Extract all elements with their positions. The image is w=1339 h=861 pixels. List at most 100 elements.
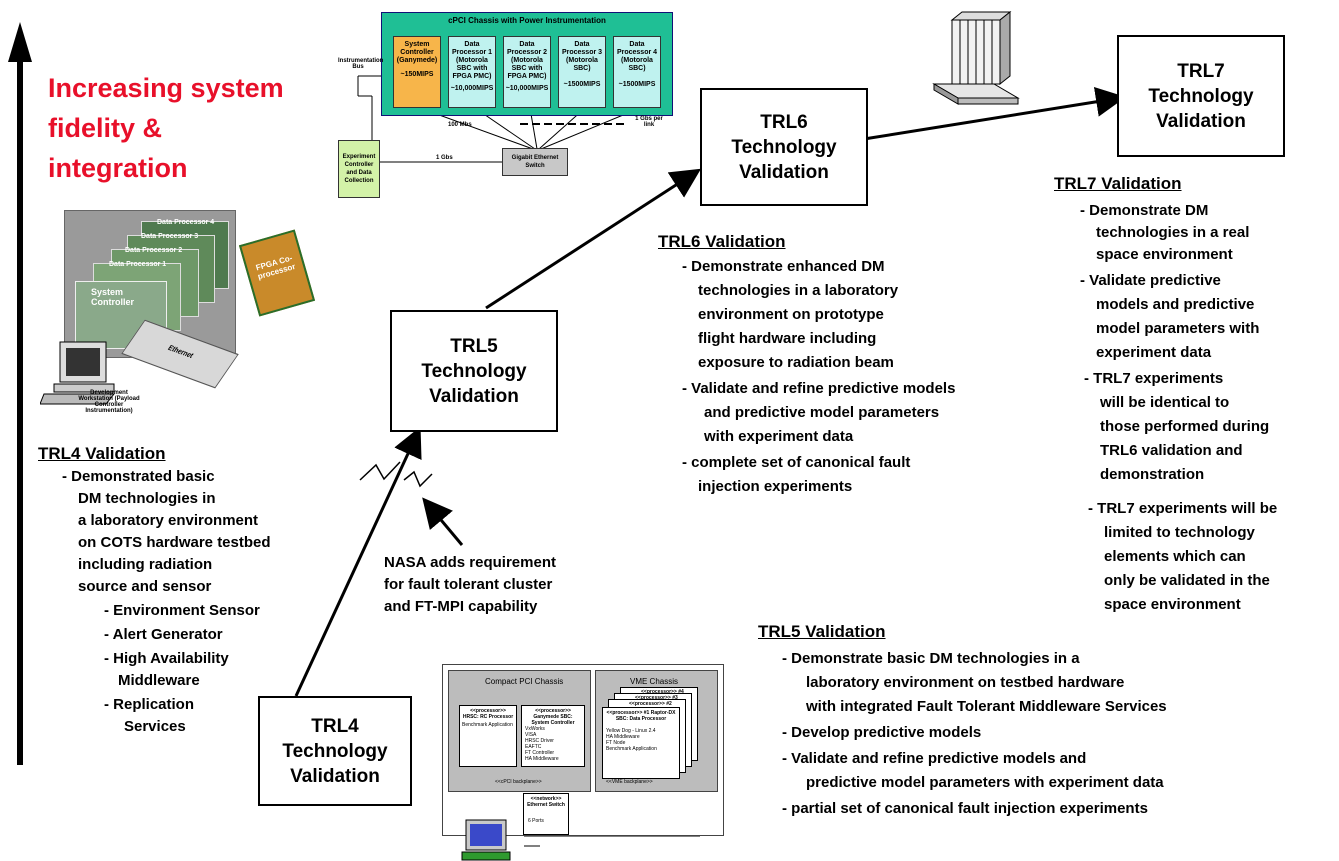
trl7-line: experiment data bbox=[1096, 344, 1212, 361]
trl6-line: environment on prototype bbox=[698, 306, 884, 323]
data-processor-name: Data Processor 3 (Motorola SBC) bbox=[561, 41, 603, 72]
system-controller-mips: ~150MIPS bbox=[400, 71, 434, 78]
ganymede-item: VxWorks bbox=[525, 726, 545, 732]
trl4-line: Middleware bbox=[118, 672, 200, 689]
chassis-switch-label: <<network>> Ethernet Switch bbox=[527, 796, 565, 808]
chassis-workstation-icon bbox=[461, 819, 511, 861]
trl7-line: - Demonstrate DM bbox=[1080, 202, 1209, 219]
gigabit-switch-box: Gigabit Ethernet Switch bbox=[502, 148, 568, 176]
trl6-line: injection experiments bbox=[698, 478, 853, 495]
system-controller-name: System Controller (Ganymede) bbox=[396, 41, 438, 64]
trl7-box-line-2: Technology bbox=[1148, 85, 1254, 107]
trl4-validation-title: TRL4 Validation bbox=[38, 444, 166, 463]
ganymede-item: FT Controller bbox=[525, 750, 555, 756]
lightning-bolt-2 bbox=[403, 470, 433, 488]
trl7-box: TRL7 Technology Validation bbox=[1117, 35, 1285, 157]
fidelity-heading: Increasing system fidelity & integration bbox=[48, 68, 284, 188]
raptor-item: Benchmark Application bbox=[606, 746, 657, 752]
trl7-line: - TRL7 experiments bbox=[1084, 370, 1224, 387]
hrsc-header: <<processor>> HRSC: RC Processor bbox=[462, 708, 514, 720]
workstation-caption: Development Workstation (Payload Control… bbox=[78, 390, 140, 414]
trl7-line: technologies in a real bbox=[1096, 224, 1250, 241]
trl4-line: a laboratory environment bbox=[78, 512, 259, 529]
trl5-box-line-3: Validation bbox=[429, 385, 519, 407]
data-processor-card: Data Processor 2 (Motorola SBC with FPGA… bbox=[503, 36, 551, 108]
fidelity-line-3: integration bbox=[48, 153, 188, 183]
trl6-box-line-3: Validation bbox=[739, 161, 829, 183]
trl7-line: limited to technology bbox=[1104, 524, 1255, 541]
trl6-line: exposure to radiation beam bbox=[698, 354, 894, 371]
trl7-line: will be identical to bbox=[1100, 394, 1230, 411]
workstation-illustration bbox=[40, 341, 116, 405]
trl6-line: - Validate and refine predictive models bbox=[682, 380, 956, 397]
fidelity-arrow-head bbox=[8, 22, 32, 62]
trl6-line: and predictive model parameters bbox=[704, 404, 940, 421]
trl5-line: with integrated Fault Tolerant Middlewar… bbox=[806, 698, 1167, 715]
ganymede-item: HRSC Driver bbox=[525, 738, 554, 744]
chassis-ethernet-switch: <<network>> Ethernet Switch 6 Ports bbox=[523, 793, 569, 835]
stack-label-3: <<processor>> #3 bbox=[635, 695, 678, 701]
cpci-backplane-label: <<cPCI backplane>> bbox=[495, 779, 542, 785]
trl4-line: source and sensor bbox=[78, 578, 212, 595]
testbed-photo: Data Processor 4 Data Processor 3 Data P… bbox=[64, 210, 236, 358]
arrow-trl5-trl6 bbox=[485, 168, 702, 310]
trl6-box-line-1: TRL6 bbox=[760, 111, 808, 133]
trl7-line: elements which can bbox=[1104, 548, 1246, 565]
ganymede-item: HA Middleware bbox=[525, 756, 559, 762]
nasa-line-3: and FT-MPI capability bbox=[384, 598, 538, 615]
trl5-line: predictive model parameters with experim… bbox=[806, 774, 1164, 791]
trl6-line: flight hardware including bbox=[698, 330, 877, 347]
ethernet-label: Ethernet bbox=[166, 344, 195, 361]
data-processor-mips: ~10,000MIPS bbox=[450, 85, 494, 92]
lightning-bolt-1 bbox=[359, 461, 401, 481]
trl5-box: TRL5 Technology Validation bbox=[390, 310, 558, 432]
data-processor-name: Data Processor 1 (Motorola SBC with FPGA… bbox=[451, 41, 493, 80]
trl7-validation-title: TRL7 Validation bbox=[1054, 174, 1182, 193]
raptor-item: Yellow Dog - Linux 2.4 bbox=[606, 728, 656, 734]
ganymede-item: VISA bbox=[525, 732, 537, 738]
trl5-line: - Demonstrate basic DM technologies in a bbox=[782, 650, 1080, 667]
trl6-box: TRL6 Technology Validation bbox=[700, 88, 868, 206]
trl7-line: - TRL7 experiments will be bbox=[1088, 500, 1278, 517]
trl6-line: with experiment data bbox=[704, 428, 854, 445]
chassis-diagram: Compact PCI Chassis <<processor>> HRSC: … bbox=[442, 664, 724, 836]
trl7-box-line-1: TRL7 bbox=[1177, 60, 1225, 82]
experiment-controller-box: Experiment Controller and Data Collectio… bbox=[338, 140, 380, 198]
gigabit-switch-label: Gigabit Ethernet Switch bbox=[511, 155, 559, 169]
trl6-validation-title: TRL6 Validation bbox=[658, 232, 786, 251]
trl6-line: - complete set of canonical fault bbox=[682, 454, 911, 471]
trl7-line: space environment bbox=[1096, 246, 1233, 263]
vme-chassis-label: VME Chassis bbox=[630, 677, 679, 686]
link-1gbs-label: 1 Gbs bbox=[436, 155, 453, 161]
trl7-line: models and predictive bbox=[1096, 296, 1255, 313]
raptor-processor: <<processor>> #1 Raptor-DX SBC: Data Pro… bbox=[602, 707, 680, 779]
trl4-line: Services bbox=[124, 718, 186, 735]
fpga-label: FPGA Co-processor bbox=[254, 253, 297, 282]
data-processor-card: Data Processor 3 (Motorola SBC) ~1500MIP… bbox=[558, 36, 606, 108]
trl5-line: laboratory environment on testbed hardwa… bbox=[806, 674, 1125, 691]
processor-stack bbox=[71, 221, 231, 351]
data-processor-name: Data Processor 2 (Motorola SBC with FPGA… bbox=[506, 41, 548, 80]
testbed-dp3-label: Data Processor 3 bbox=[141, 233, 199, 240]
trl4-line: including radiation bbox=[78, 556, 213, 573]
cpci-chassis-label: Compact PCI Chassis bbox=[485, 677, 564, 686]
data-processor-name: Data Processor 4 (Motorola SBC) bbox=[616, 41, 658, 72]
trl5-line: - Validate and refine predictive models … bbox=[782, 750, 1087, 767]
trl4-box: TRL4 Technology Validation bbox=[258, 696, 412, 806]
trl4-box-line-2: Technology bbox=[282, 740, 388, 762]
data-processor-mips: ~10,000MIPS bbox=[505, 85, 549, 92]
ganymede-processor: <<processor>> Ganymede SBC: System Contr… bbox=[521, 705, 585, 767]
trl5-line: - partial set of canonical fault injecti… bbox=[782, 800, 1148, 817]
link-1gbs-per-link-label: 1 Gbs per link bbox=[635, 116, 663, 128]
trl6-line: - Demonstrate enhanced DM bbox=[682, 258, 885, 275]
trl5-validation-title: TRL5 Validation bbox=[758, 622, 886, 641]
trl7-line: those performed during bbox=[1100, 418, 1270, 435]
trl7-line: space environment bbox=[1104, 596, 1241, 613]
nasa-requirement-note: NASA adds requirement for fault tolerant… bbox=[384, 552, 556, 618]
data-processor-mips: ~1500MIPS bbox=[618, 81, 656, 88]
trl4-line: DM technologies in bbox=[78, 490, 216, 507]
ganymede-header: <<processor>> Ganymede SBC: System Contr… bbox=[531, 708, 575, 726]
link-100mbs-label: 100 Mbs bbox=[448, 122, 472, 128]
data-processor-card: Data Processor 4 (Motorola SBC) ~1500MIP… bbox=[613, 36, 661, 108]
trl4-box-line-1: TRL4 bbox=[311, 715, 359, 737]
